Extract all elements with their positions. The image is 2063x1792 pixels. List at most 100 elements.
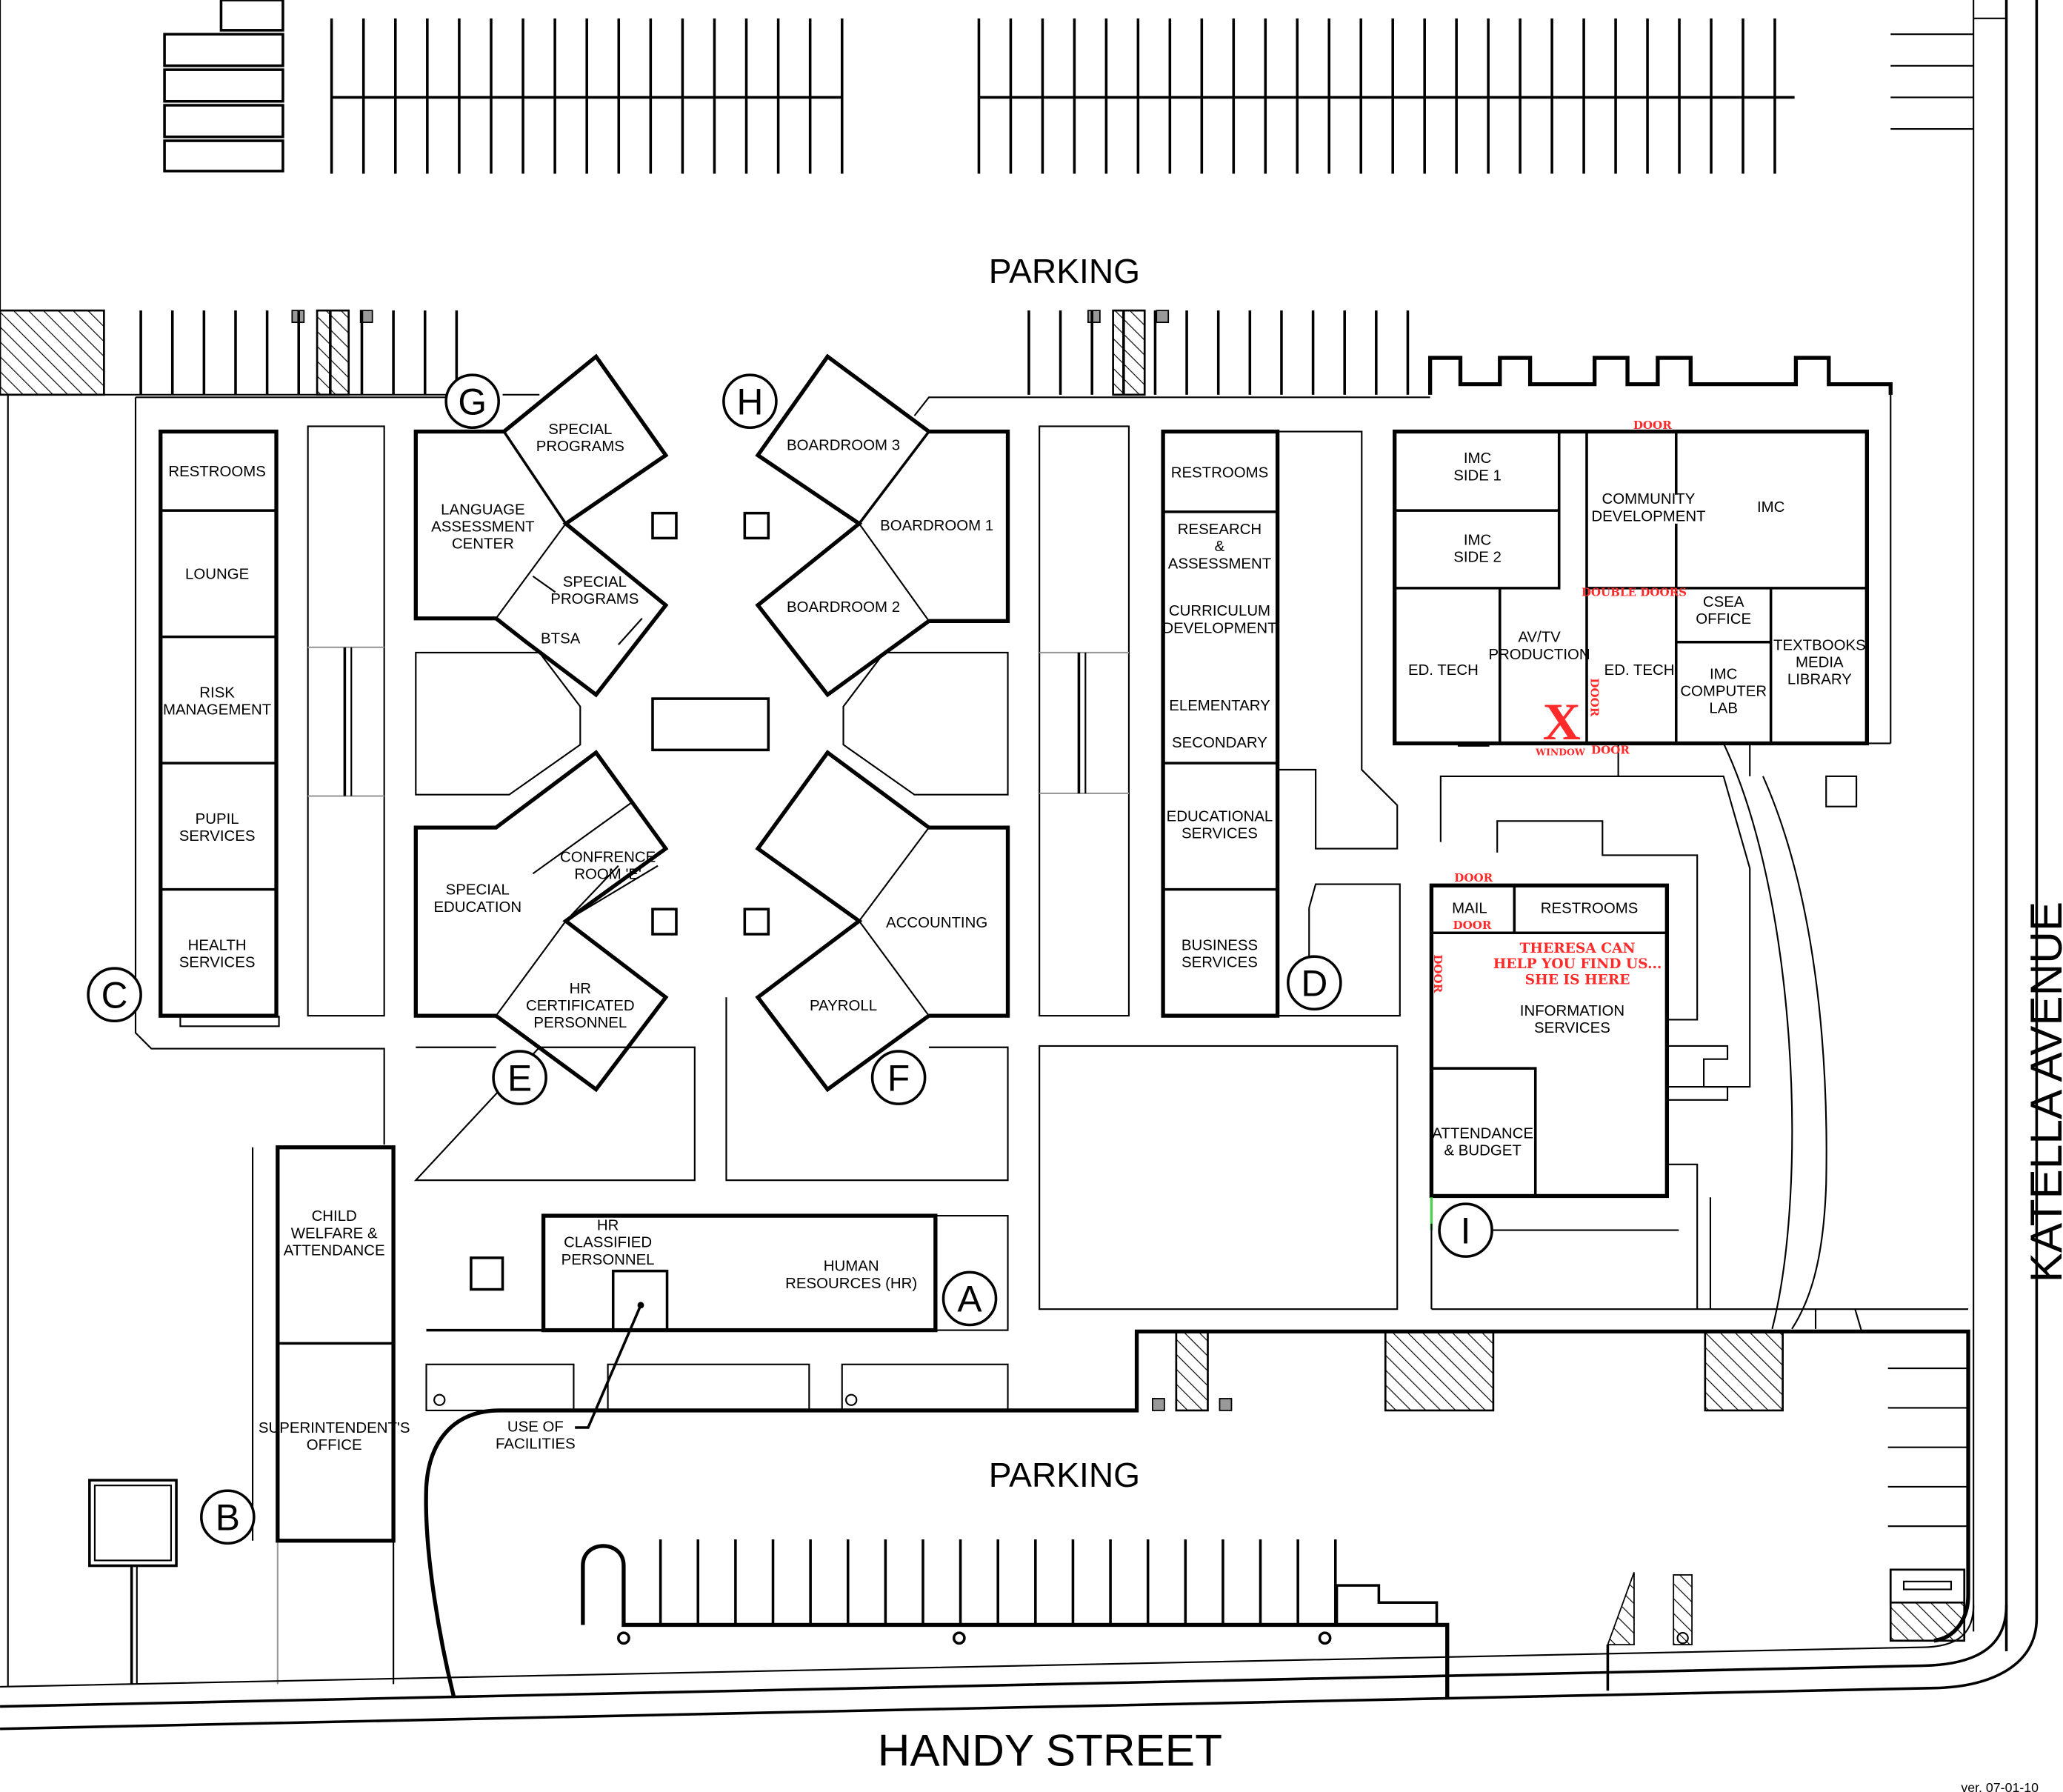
room-textbooks-media-library: TEXTBOOKS [1773, 637, 1866, 653]
marker-e-label: E [507, 1057, 532, 1099]
marker-c-label: C [101, 974, 128, 1016]
room-risk-management: RISK [199, 685, 235, 701]
west-building-labels: RESTROOMS LOUNGE RISK MANAGEMENT PUPIL S… [163, 464, 271, 970]
room-human-resources: RESOURCES (HR) [785, 1276, 917, 1292]
room-business-services: BUSINESS [1182, 937, 1258, 953]
marker-f-label: F [887, 1057, 910, 1099]
room-hr-classified: CLASSIFIED [564, 1235, 652, 1251]
window-annotation: WINDOW [1535, 746, 1586, 757]
marker-c[interactable]: C [87, 967, 142, 1023]
marker-h[interactable]: H [722, 373, 778, 429]
imc-building [1393, 429, 1891, 776]
room-special-education: SPECIAL [446, 882, 510, 899]
south-parking-lot [424, 1329, 1970, 1698]
room-boardroom-3: BOARDROOM 3 [787, 437, 900, 453]
room-special-programs-2: PROGRAMS [550, 591, 639, 607]
theresa-note: HELP YOU FIND US... [1493, 956, 1662, 972]
room-child-welfare: ATTENDANCE [284, 1242, 385, 1259]
marker-b-label: B [216, 1497, 240, 1539]
room-restrooms-mid: RESTROOMS [1171, 465, 1269, 482]
street-label-handy: HANDY STREET [878, 1725, 1222, 1775]
middle-east-building [1039, 425, 1401, 1310]
west-building [159, 425, 385, 1027]
room-language-assessment-center: ASSESSMENT [431, 519, 534, 536]
parking-label-south: PARKING [989, 1456, 1140, 1494]
door-annotation: DOOR [1453, 919, 1492, 932]
room-community-development: COMMUNITY [1602, 491, 1696, 507]
room-information-services: SERVICES [1534, 1020, 1610, 1036]
room-secondary: SECONDARY [1172, 735, 1267, 751]
room-conference-e: ROOM 'E' [574, 866, 641, 882]
door-annotation-vertical: DOOR [1431, 954, 1444, 993]
door-annotation: DOOR [1454, 871, 1493, 885]
room-child-welfare: CHILD [312, 1208, 357, 1225]
room-special-programs: SPECIAL [548, 422, 612, 438]
version-label: ver. 07-01-10 [1961, 1780, 2039, 1792]
room-curriculum-development: DEVELOPMENT [1162, 620, 1276, 636]
imc-labels: IMC SIDE 1 IMC SIDE 2 COMMUNITY DEVELOPM… [1408, 419, 1866, 757]
marker-e[interactable]: E [492, 1050, 547, 1105]
streets [0, 0, 2039, 1731]
center-labels: SPECIAL PROGRAMS LANGUAGE ASSESSMENT CEN… [259, 422, 993, 1453]
room-csea-office: OFFICE [1696, 611, 1751, 627]
door-annotation-vertical: DOOR [1587, 678, 1601, 716]
room-av-tv-production: PRODUCTION [1488, 647, 1590, 663]
marker-b[interactable]: B [200, 1489, 256, 1545]
room-attendance-budget: & BUDGET [1444, 1142, 1522, 1159]
room-health-services: HEALTH [188, 937, 247, 953]
theresa-note: THERESA CAN [1520, 940, 1636, 956]
marker-i-label: I [1461, 1210, 1471, 1251]
use-of-facilities-callout: FACILITIES [496, 1436, 576, 1452]
marker-h-label: H [736, 381, 763, 422]
you-are-here-x-mark: X [1543, 693, 1581, 751]
room-business-services: SERVICES [1182, 954, 1258, 970]
parking-label-north: PARKING [989, 252, 1140, 290]
room-accounting: ACCOUNTING [886, 915, 987, 931]
room-csea-office: CSEA [1703, 594, 1744, 610]
room-superintendent: SUPERINTENDENT'S [259, 1420, 410, 1436]
room-restrooms-info: RESTROOMS [1541, 901, 1639, 917]
room-av-tv-production: AV/TV [1518, 630, 1561, 646]
room-information-services: INFORMATION [1520, 1003, 1624, 1019]
room-curriculum-development: CURRICULUM [1169, 603, 1270, 619]
room-attendance-budget: ATTENDANCE [1432, 1125, 1533, 1142]
door-annotation: DOOR [1633, 419, 1672, 432]
double-doors-annotation: DOUBLE DOORS [1582, 586, 1687, 599]
marker-g[interactable]: G [444, 373, 500, 429]
marker-d-label: D [1301, 962, 1327, 1004]
info-services-building [1429, 883, 1670, 1310]
marker-g-label: G [458, 381, 487, 422]
room-lounge: LOUNGE [185, 566, 249, 582]
room-imc-computer-lab: COMPUTER [1680, 684, 1767, 700]
room-language-assessment-center: CENTER [452, 536, 514, 553]
site-walkways [7, 393, 1969, 1687]
room-special-education: EDUCATION [433, 899, 521, 916]
room-imc-computer-lab: IMC [1710, 666, 1737, 682]
room-imc-side-2: IMC [1464, 532, 1491, 548]
room-community-development: DEVELOPMENT [1591, 508, 1705, 524]
theresa-note: SHE IS HERE [1525, 971, 1630, 987]
street-label-katella: KATELLA AVENUE [2021, 902, 2063, 1283]
room-health-services: SERVICES [179, 954, 256, 970]
room-risk-management: MANAGEMENT [163, 702, 271, 718]
room-educational-services: SERVICES [1182, 825, 1258, 842]
info-services-labels: DOOR MAIL RESTROOMS DOOR DOOR THERESA CA… [1431, 871, 1662, 1159]
room-boardroom-1: BOARDROOM 1 [880, 518, 993, 534]
marker-i[interactable]: I [1438, 1202, 1493, 1258]
room-research-assessment: ASSESSMENT [1168, 556, 1271, 572]
room-hr-certificated: HR [570, 981, 591, 997]
room-special-programs: PROGRAMS [536, 439, 624, 455]
room-hr-certificated: CERTIFICATED [526, 998, 635, 1014]
marker-a[interactable]: A [941, 1270, 998, 1327]
marker-f[interactable]: F [870, 1050, 927, 1105]
room-language-assessment-center: LANGUAGE [441, 502, 524, 518]
room-human-resources: HUMAN [824, 1259, 879, 1275]
use-of-facilities-callout: USE OF [507, 1419, 564, 1435]
room-conference-e: CONFRENCE [560, 849, 656, 865]
door-annotation: DOOR [1591, 744, 1630, 757]
marker-d[interactable]: D [1287, 955, 1342, 1011]
room-btsa: BTSA [541, 630, 581, 647]
room-ed-tech: ED. TECH [1408, 662, 1479, 679]
room-hr-classified: PERSONNEL [561, 1252, 655, 1268]
